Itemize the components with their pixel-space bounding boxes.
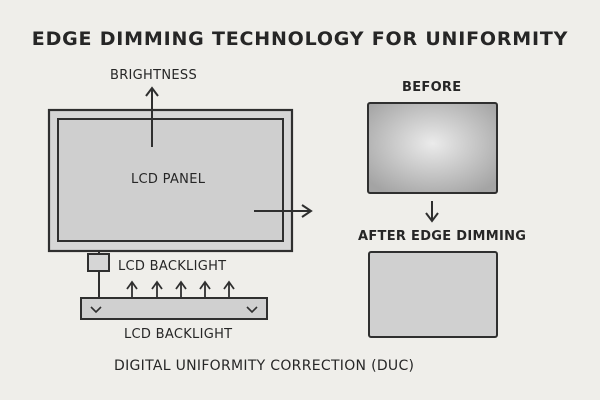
output-arrow bbox=[254, 204, 313, 218]
after-panel bbox=[368, 251, 498, 338]
before-label: BEFORE bbox=[402, 80, 462, 95]
backlight-bar bbox=[80, 297, 268, 320]
diagram-title: EDGE DIMMING TECHNOLOGY FOR UNIFORMITY bbox=[31, 28, 569, 50]
after-edge-dimming-label: AFTER EDGE DIMMING bbox=[358, 229, 527, 244]
backlight-arrows bbox=[126, 280, 235, 297]
brightness-label: BRIGHTNESS bbox=[110, 68, 198, 83]
lcd-backlight-upper-label: LCD BACKLIGHT bbox=[118, 259, 227, 274]
lcd-backlight-lower-label: LCD BACKLIGHT bbox=[124, 327, 233, 342]
panel-connector bbox=[87, 251, 110, 299]
lcd-panel-label: LCD PANEL bbox=[131, 172, 206, 187]
brightness-arrow bbox=[145, 86, 159, 147]
transition-arrow bbox=[425, 201, 439, 223]
before-panel bbox=[367, 102, 498, 194]
lcd-panel bbox=[47, 108, 294, 253]
duc-caption: DIGITAL UNIFORMITY CORRECTION (DUC) bbox=[114, 358, 415, 374]
